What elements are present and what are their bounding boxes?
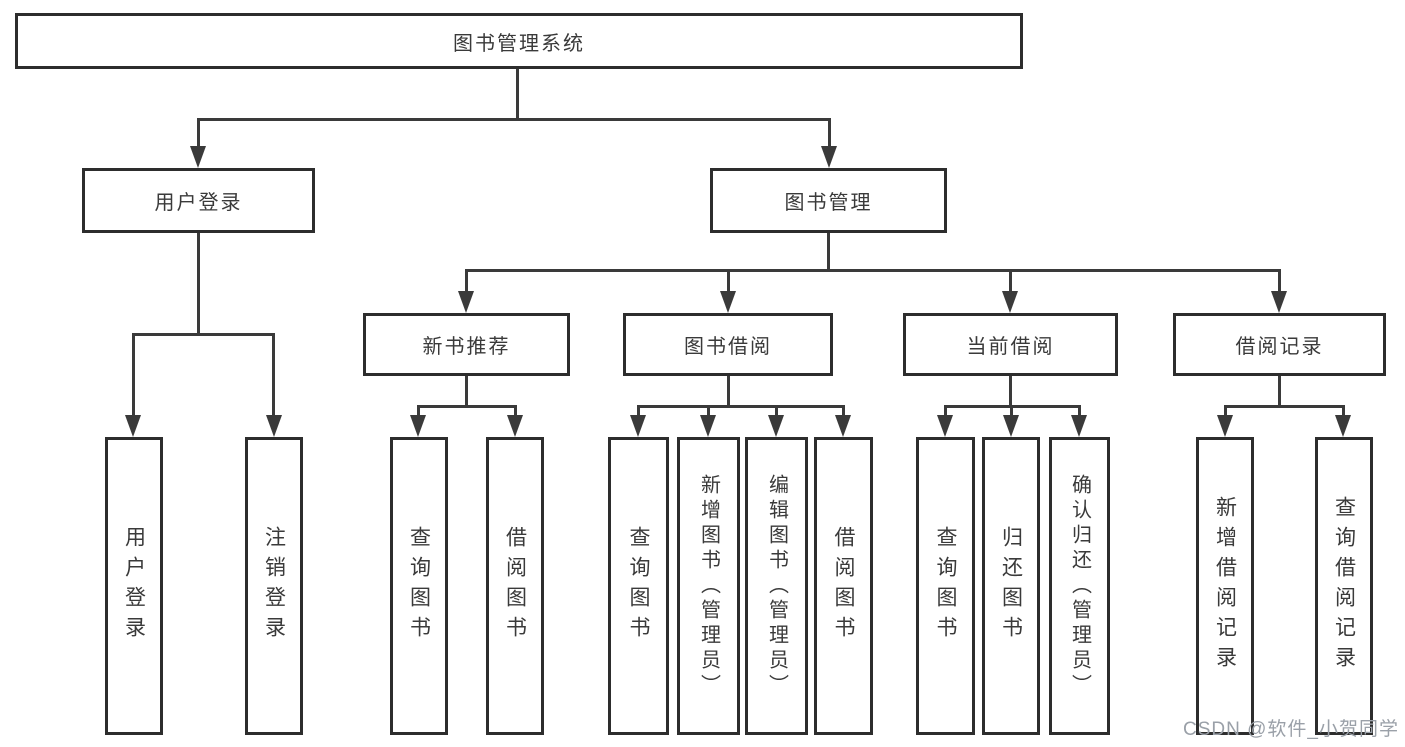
connector-line: [1278, 376, 1281, 408]
connector-line: [827, 233, 830, 272]
connector-line: [1078, 405, 1081, 417]
connector-line: [1009, 269, 1012, 293]
node-label: 查询图书: [407, 526, 431, 646]
node-user-login: 用户登录: [82, 168, 315, 233]
arrow-down-icon: [768, 415, 784, 437]
arrow-down-icon: [1271, 291, 1287, 313]
arrow-down-icon: [1071, 415, 1087, 437]
connector-line: [944, 405, 947, 417]
arrow-down-icon: [190, 146, 206, 168]
connector-line: [132, 333, 135, 417]
connector-line: [197, 118, 200, 148]
node-label: 编辑图书（管理员）: [765, 473, 788, 699]
arrow-down-icon: [266, 415, 282, 437]
arrow-down-icon: [821, 146, 837, 168]
arrow-down-icon: [125, 415, 141, 437]
node-new-book-recommend: 新书推荐: [363, 313, 570, 376]
arrow-down-icon: [1002, 291, 1018, 313]
arrow-down-icon: [410, 415, 426, 437]
node-leaf-query-books-3: 查询图书: [916, 437, 975, 735]
node-label: 查询图书: [934, 526, 957, 646]
arrow-down-icon: [507, 415, 523, 437]
connector-line: [417, 405, 517, 408]
connector-line: [197, 118, 831, 121]
connector-line: [417, 405, 420, 417]
connector-line: [1009, 376, 1012, 408]
arrow-down-icon: [700, 415, 716, 437]
connector-line: [727, 376, 730, 408]
connector-line: [842, 405, 845, 417]
arrow-down-icon: [630, 415, 646, 437]
node-leaf-user-login: 用户登录: [105, 437, 163, 735]
node-current-borrow: 当前借阅: [903, 313, 1118, 376]
connector-line: [1342, 405, 1345, 417]
csdn-watermark: CSDN @软件_小贺同学: [1183, 719, 1399, 740]
connector-line: [1224, 405, 1227, 417]
connector-line: [514, 405, 517, 417]
connector-line: [707, 405, 710, 417]
connector-line: [465, 269, 1281, 272]
node-leaf-borrow-books-1: 借阅图书: [486, 437, 544, 735]
connector-line: [1224, 405, 1345, 408]
connector-line: [637, 405, 845, 408]
connector-line: [637, 405, 640, 417]
node-label: 新书推荐: [422, 336, 511, 358]
node-leaf-add-books-admin: 新增图书（管理员）: [677, 437, 740, 735]
arrow-down-icon: [1217, 415, 1233, 437]
node-leaf-borrow-books-2: 借阅图书: [814, 437, 873, 735]
connector-line: [1278, 269, 1281, 293]
arrow-down-icon: [1003, 415, 1019, 437]
node-label: 确认归还（管理员）: [1068, 473, 1091, 699]
arrow-down-icon: [937, 415, 953, 437]
node-root-label: 图书管理系统: [453, 32, 585, 55]
node-label: 用户登录: [122, 526, 146, 646]
node-book-mgmt: 图书管理: [710, 168, 947, 233]
node-label: 图书借阅: [684, 336, 772, 358]
node-label: 借阅记录: [1235, 336, 1324, 358]
node-label: 查询图书: [627, 526, 650, 646]
node-leaf-logout: 注销登录: [245, 437, 303, 735]
node-leaf-edit-books-admin: 编辑图书（管理员）: [745, 437, 808, 735]
connector-line: [272, 333, 275, 417]
arrow-down-icon: [1335, 415, 1351, 437]
connector-line: [465, 376, 468, 408]
node-book-borrow: 图书借阅: [623, 313, 833, 376]
node-leaf-query-books-1: 查询图书: [390, 437, 448, 735]
node-label: 查询借阅记录: [1332, 496, 1356, 676]
connector-line: [775, 405, 778, 417]
node-label: 新增图书（管理员）: [697, 473, 720, 699]
node-leaf-confirm-return-admin: 确认归还（管理员）: [1049, 437, 1110, 735]
node-root: 图书管理系统: [15, 13, 1023, 69]
arrow-down-icon: [835, 415, 851, 437]
connector-line: [1010, 405, 1013, 417]
connector-line: [132, 333, 275, 336]
node-leaf-query-books-2: 查询图书: [608, 437, 669, 735]
node-label: 当前借阅: [966, 336, 1055, 358]
node-book-mgmt-label: 图书管理: [784, 192, 873, 214]
node-label: 归还图书: [999, 526, 1023, 646]
node-leaf-query-borrow-record: 查询借阅记录: [1315, 437, 1373, 735]
node-leaf-return-books: 归还图书: [982, 437, 1040, 735]
connector-line: [465, 269, 468, 293]
connector-line: [197, 233, 200, 336]
arrow-down-icon: [720, 291, 736, 313]
node-label: 借阅图书: [832, 526, 855, 646]
arrow-down-icon: [458, 291, 474, 313]
connector-line: [828, 118, 831, 148]
node-label: 借阅图书: [503, 526, 527, 646]
node-label: 注销登录: [262, 526, 286, 646]
node-label: 新增借阅记录: [1213, 496, 1237, 676]
node-borrow-records: 借阅记录: [1173, 313, 1386, 376]
connector-line: [727, 269, 730, 293]
node-leaf-add-borrow-record: 新增借阅记录: [1196, 437, 1254, 735]
node-user-login-label: 用户登录: [154, 192, 243, 214]
connector-line: [516, 69, 519, 121]
